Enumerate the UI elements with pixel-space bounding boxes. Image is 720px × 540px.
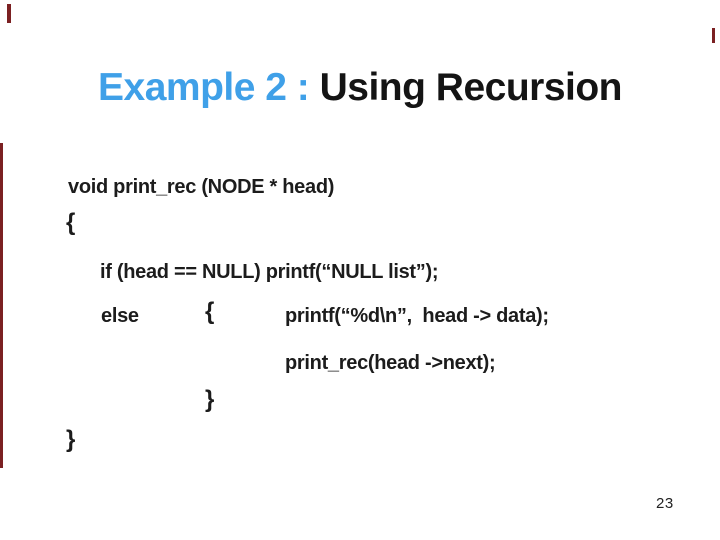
slide-title: Example 2 : Using Recursion bbox=[0, 64, 720, 112]
title-highlight: Example 2 : bbox=[98, 66, 320, 109]
code-open-brace: { bbox=[66, 209, 76, 236]
slide-border-accent-top-left bbox=[7, 4, 11, 23]
slide-border-accent-top-right bbox=[712, 28, 715, 43]
code-close-brace: } bbox=[66, 426, 76, 453]
code-line-function-signature: void print_rec (NODE * head) bbox=[68, 176, 335, 198]
code-line-printf: printf(“%d\n”, head -> data); bbox=[285, 305, 549, 327]
code-else-keyword: else bbox=[101, 305, 139, 327]
page-number: 23 bbox=[656, 495, 674, 512]
code-inner-open-brace: { bbox=[205, 298, 215, 325]
code-line-recursive-call: print_rec(head ->next); bbox=[285, 352, 496, 374]
slide-border-accent-left bbox=[0, 143, 3, 468]
code-line-if: if (head == NULL) printf(“NULL list”); bbox=[100, 261, 439, 283]
title-rest: Using Recursion bbox=[319, 66, 623, 109]
code-inner-close-brace: } bbox=[205, 386, 215, 413]
